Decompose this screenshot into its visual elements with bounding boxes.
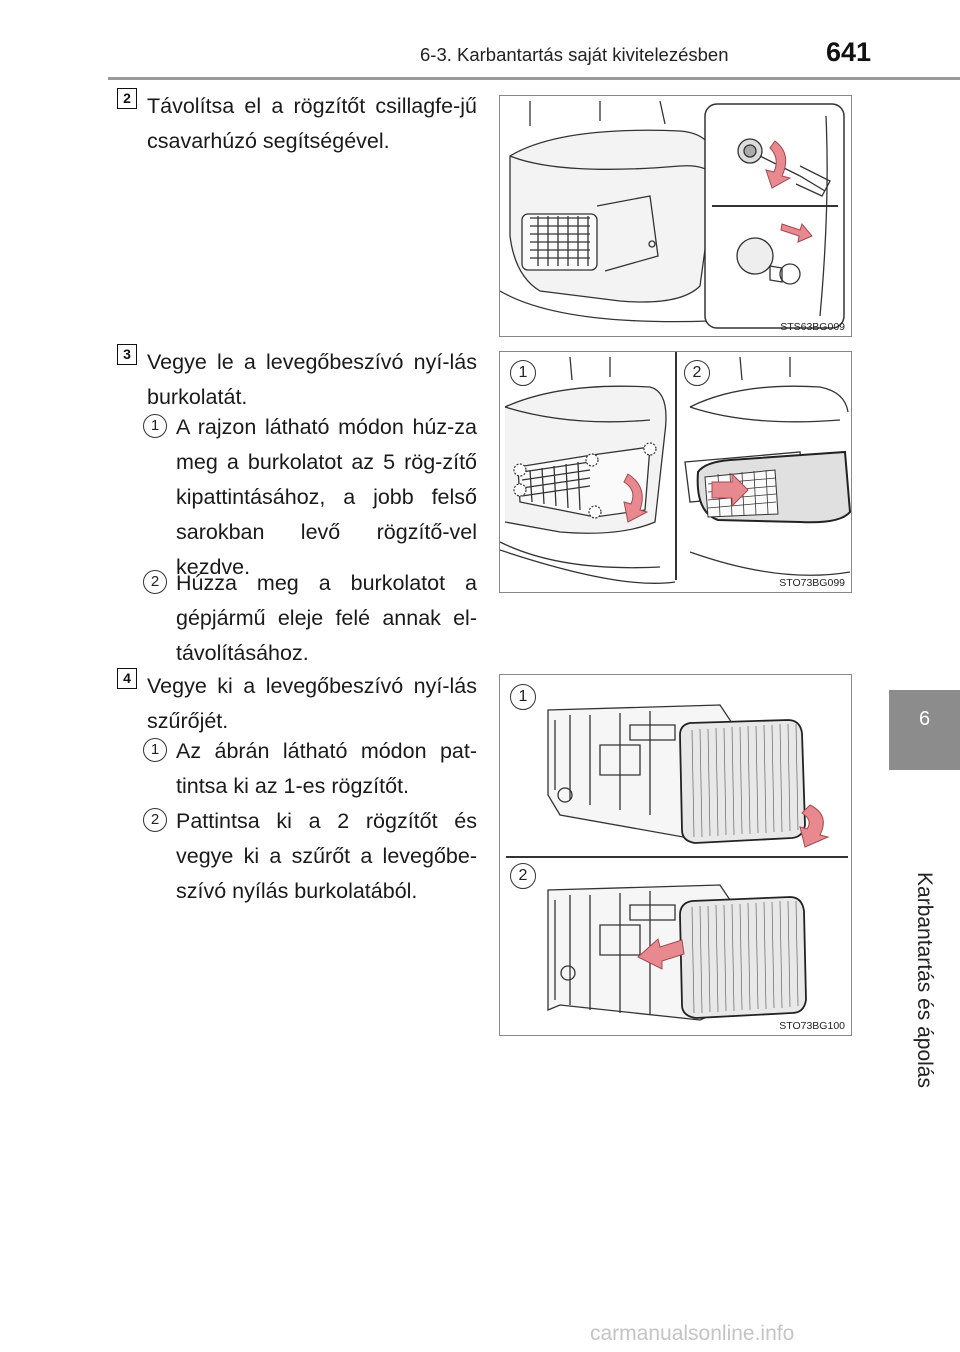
figure-label: 1: [510, 360, 536, 386]
substep-text: Pattintsa ki a 2 rögzítőt és vegye ki a …: [176, 809, 477, 903]
section-title: 6-3. Karbantartás saját kivitelezésben: [420, 44, 729, 65]
figure-step-4-drawing: [506, 704, 848, 1021]
watermark: carmanualsonline.info: [590, 1322, 795, 1345]
substep-number: 1: [143, 414, 167, 438]
substep-number: 1: [143, 738, 167, 762]
chapter-tab[interactable]: 6: [889, 690, 960, 770]
chapter-label-text: Karbantartás és ápolás: [913, 872, 936, 1088]
figure-label: 1: [510, 684, 536, 710]
figure-step-3-drawing: [500, 352, 851, 584]
figure-code: STO73BG099: [779, 577, 845, 589]
step-text: Távolítsa el a rögzítőt csillagfe-jű csa…: [147, 94, 477, 153]
substep-number: 2: [143, 570, 167, 594]
step-text: Vegye ki a levegőbeszívó nyí-lás szűrőjé…: [147, 674, 477, 733]
figure-label: 2: [684, 360, 710, 386]
figure-step-3: 1 2 STO73BG099: [499, 351, 852, 593]
step-text: Vegye le a levegőbeszívó nyí-lás burkola…: [147, 350, 477, 409]
header-rule: [108, 77, 960, 80]
figure-step-2: STS63BG009: [499, 95, 852, 337]
page-number: 641: [826, 37, 872, 67]
step-badge: 3: [117, 344, 137, 365]
substep-number: 2: [143, 808, 167, 832]
substep-text: Az ábrán látható módon pat-tintsa ki az …: [176, 739, 477, 798]
figure-label: 2: [510, 863, 536, 889]
figure-step-2-drawing: [500, 100, 845, 329]
figure-code: STO73BG100: [779, 1020, 845, 1032]
step-badge: 4: [117, 668, 137, 689]
substep-text: Húzza meg a burkolatot a gépjármű eleje …: [176, 571, 477, 665]
substep-text: A rajzon látható módon húz-za meg a burk…: [176, 415, 477, 579]
figure-code: STS63BG009: [780, 321, 845, 333]
figure-step-4: 1 2 STO73BG100: [499, 674, 852, 1036]
step-badge: 2: [117, 88, 137, 109]
